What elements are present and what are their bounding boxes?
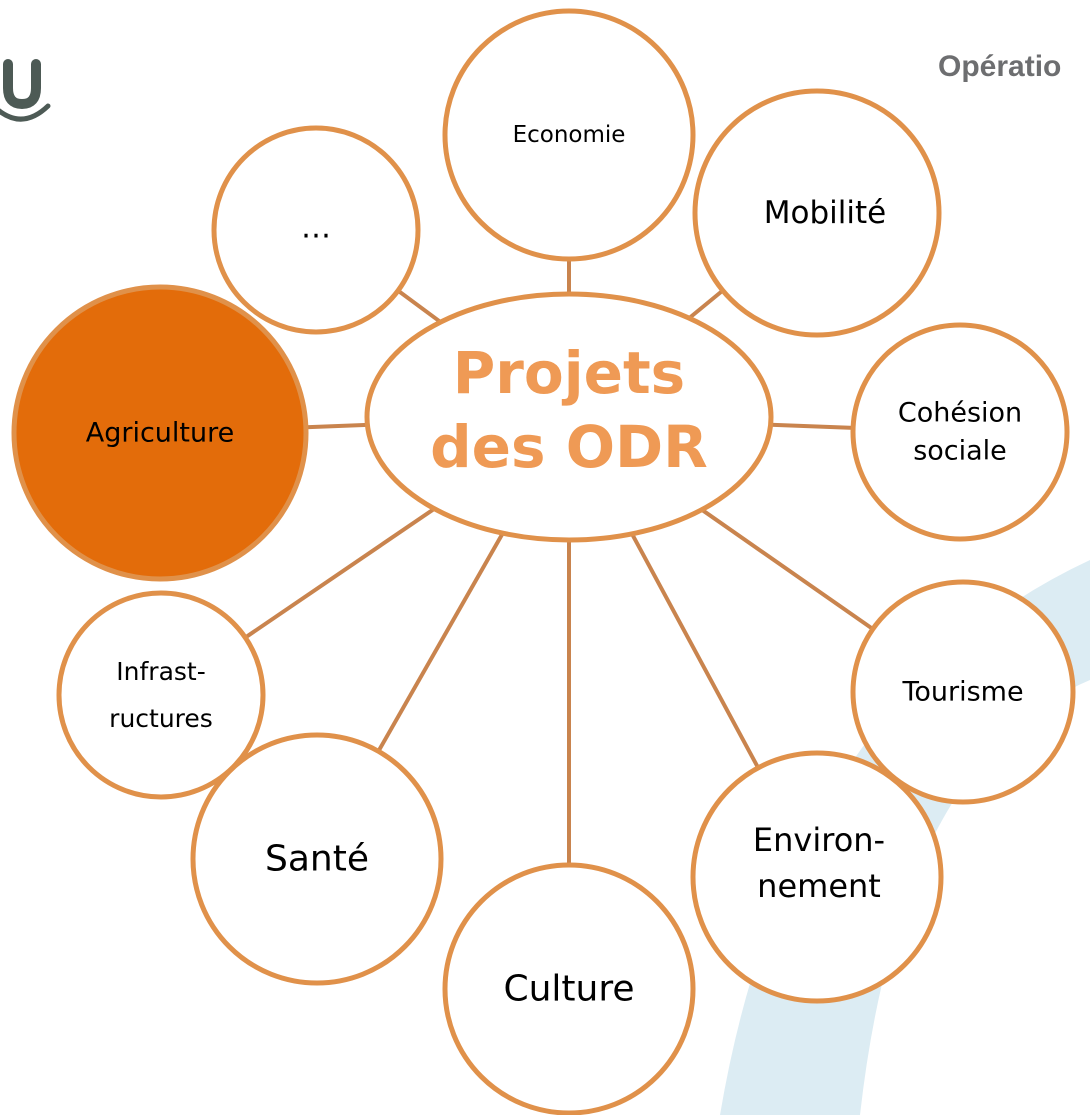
connector-autres — [396, 289, 442, 324]
center-ellipse — [364, 291, 774, 543]
node-label-environnement-line-2: nement — [757, 867, 881, 905]
node-culture: Culture — [442, 862, 696, 1116]
connector-environnement — [630, 532, 760, 769]
node-circle-tourisme — [850, 579, 1076, 805]
node-label-culture: Culture — [503, 969, 634, 1010]
node-circle-cohesion-sociale — [850, 322, 1070, 542]
node-circle-agriculture — [11, 284, 309, 582]
node-label-infrastructures-line-2: ructures — [109, 704, 213, 733]
center-label-line-1: Projets — [453, 339, 685, 407]
node-label-tourisme: Tourisme — [901, 677, 1023, 708]
node-mobilite: Mobilité — [692, 88, 942, 338]
organization-logo — [0, 59, 51, 122]
connector-infrastructures — [244, 507, 436, 640]
node-circle-economie — [442, 8, 696, 262]
node-label-autres: … — [301, 211, 331, 246]
node-economie: Economie — [442, 8, 696, 262]
connector-cohesion-sociale — [770, 422, 854, 430]
node-label-sante: Santé — [265, 839, 369, 880]
node-cohesion-sociale: Cohésion sociale — [850, 322, 1070, 542]
node-infrastructures: Infrast-ructures — [56, 590, 266, 800]
connector-tourisme — [700, 508, 874, 631]
node-environnement: Environ-nement — [690, 750, 944, 1004]
connector-mobilite — [687, 288, 725, 320]
node-label-economie: Economie — [513, 122, 626, 148]
node-label-cohesion-sociale-line-1: Cohésion — [898, 398, 1022, 429]
node-agriculture: Agriculture — [11, 284, 309, 582]
connector-sante — [376, 532, 505, 753]
node-circle-infrastructures — [56, 590, 266, 800]
node-label-environnement-line-1: Environ- — [753, 821, 885, 859]
node-circle-culture — [442, 862, 696, 1116]
node-circle-environnement — [690, 750, 944, 1004]
node-label-infrastructures-line-1: Infrast- — [116, 657, 205, 686]
node-circle-autres — [211, 125, 421, 335]
node-autres: … — [211, 125, 421, 335]
center-label-line-2: des ODR — [430, 413, 708, 481]
node-label-cohesion-sociale-line-2: sociale — [913, 436, 1007, 467]
connector-agriculture — [305, 422, 368, 430]
node-label-mobilite: Mobilité — [764, 195, 886, 231]
node-circle-sante — [190, 732, 444, 986]
node-label-agriculture: Agriculture — [86, 418, 235, 449]
node-circle-mobilite — [692, 88, 942, 338]
page-title: Opératio — [938, 50, 1062, 83]
node-sante: Santé — [190, 732, 444, 986]
node-tourisme: Tourisme — [850, 579, 1076, 805]
